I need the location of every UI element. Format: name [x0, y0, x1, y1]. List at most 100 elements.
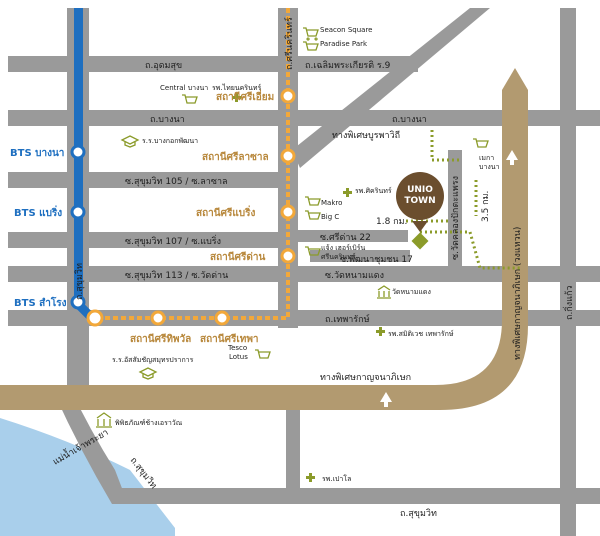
poi-erawan-museum: พิพิธภัณฑ์ช้างเอราวัณ	[115, 419, 183, 427]
label-si-nakharin: ถ.ศรีนครินทร์	[283, 17, 295, 70]
label-bts-baering: BTS แบริ่ง	[14, 205, 62, 219]
poi-paradise-park: Paradise Park	[320, 40, 368, 48]
route-to-mega	[430, 130, 462, 162]
label-soi-107: ซ.สุขุมวิท 107 / ซ.แบริ่ง	[125, 234, 221, 247]
road-phatthana-17	[310, 250, 410, 262]
cart-icon-makro	[305, 196, 321, 206]
expressway-sign-icon-north	[506, 150, 518, 165]
poi-wat-bang-phli: วัดหนามแดง	[392, 288, 431, 296]
yellow-line	[86, 8, 296, 327]
graduation-icon-bangkok-patana	[120, 135, 140, 148]
road-si-nakharin-south	[286, 388, 300, 500]
label-soi-113: ซ.สุขุมวิท 113 / ซ.วัดด่าน	[125, 270, 228, 281]
station-si-iam-dot	[280, 88, 296, 104]
station-thip-phawan-dot	[214, 310, 230, 326]
label-thepharak-road: ถ.เทพารักษ์	[325, 313, 370, 325]
label-bangna-trad: ทางพิเศษบูรพาวิถี	[332, 130, 400, 141]
unio-logo-line1: UNIO	[407, 185, 433, 195]
road-sukhumvit-curve	[55, 388, 128, 504]
hospital-icon-sikarin	[343, 188, 352, 197]
temple-icon-wat-bang-phli	[377, 285, 391, 299]
label-sukhumvit-vertical: ถ.สุขุมวิท	[74, 263, 85, 300]
hospital-icon-paolo	[306, 473, 315, 482]
label-station-si-thepha: สถานีศรีเทพา	[200, 333, 259, 345]
cart-icon-mega	[473, 138, 489, 148]
station-si-la-salle-dot	[280, 148, 296, 164]
label-phatthana-17: ซ.พัฒนาชุมชน 17	[340, 255, 413, 265]
label-si-dan-22: ซ.ศรีด่าน 22	[320, 232, 371, 243]
poi-thai-nakharin-hospital: รพ.ไทยนครินทร์	[212, 83, 261, 92]
poi-paseo-line1: แจ้ง เฮอร์เบิร์น	[321, 244, 365, 252]
station-si-bearing-dot	[280, 204, 296, 220]
cart-icon-seacon	[303, 27, 319, 41]
label-station-si-dan: สถานีศรีด่าน	[210, 251, 265, 263]
label-station-thip-phawan: สถานีศรีทิพวัล	[130, 333, 191, 345]
hospital-icon-samitivej	[376, 327, 385, 336]
road-king-kaeo	[560, 8, 576, 536]
expressway-kanchanaphisek	[0, 68, 528, 410]
unio-town-marker: UNIO TOWN	[396, 172, 444, 250]
poi-makro: Makro	[321, 199, 342, 207]
expressway-signs	[380, 150, 518, 407]
poi-sikarin-hospital: รพ.ศิครินทร์	[355, 187, 392, 195]
cart-icon-paradise	[303, 41, 319, 51]
expressway-sign-icon-south	[380, 392, 392, 407]
label-soi-106: ซ.สุขุมวิท 105 / ซ.ลาซาล	[125, 176, 228, 187]
label-station-si-iam: สถานีศรีเอี่ยม	[216, 89, 274, 103]
hospital-icon-thai-nakharin	[232, 93, 241, 102]
poi-central-bangna: Central บางนา	[160, 84, 208, 92]
label-outer-ring: ทางพิเศษกาญจนาภิเษก (วงแหวน)	[512, 227, 523, 360]
route-to-expressway	[420, 230, 520, 270]
distance-1-8-km: 1.8 กม.	[376, 217, 407, 227]
station-si-thepha-dot	[150, 310, 166, 326]
road-chaloem-phrakiat	[298, 56, 418, 72]
graduation-icon-assumption	[138, 367, 158, 380]
river-area	[0, 418, 175, 536]
road-diagonal-north	[292, 8, 490, 168]
label-soi-wat-khlong: ซ.วัดคลองปักตะแพรง	[451, 176, 461, 260]
station-samrong-dot	[86, 309, 104, 327]
museum-icon-erawan	[96, 412, 112, 428]
bts-baering-dot	[70, 204, 86, 220]
label-king-kaeo: ถ.กิ่งแก้ว	[562, 286, 575, 320]
expressway-arrow	[502, 68, 528, 90]
distance-3-5-km: 3.5 กม.	[481, 191, 491, 222]
poi-mega-line2: บางนา	[479, 163, 500, 171]
station-si-dan-dot	[280, 248, 296, 264]
bts-samrong-dot	[70, 294, 86, 310]
road-bangna	[8, 110, 600, 126]
poi-big-c: Big C	[321, 213, 339, 221]
bts-bangna-dot	[70, 144, 86, 160]
poi-paseo-line2: ศรีนครินทร์	[321, 253, 356, 261]
label-wat-bang-phli-road: ซ.วัดหนามแดง	[325, 271, 384, 281]
poi-bangkok-patana: ร.ร.บางกอกพัฒนา	[142, 137, 198, 145]
label-kanchanaphisek: ทางพิเศษกาญจนาภิเษก	[320, 372, 411, 383]
hospital-icons	[232, 93, 385, 482]
label-bts-bangna: BTS บางนา	[10, 148, 64, 159]
road-ring-sub	[448, 150, 462, 270]
label-sukhumvit-bottom: ถ.สุขุมวิท	[400, 508, 437, 519]
poi-mega-line1: เมกา	[479, 154, 494, 162]
label-bangna-road-left: ถ.บางนา	[150, 115, 185, 125]
cart-icon-tesco	[255, 349, 271, 359]
poi-tesco-line2: Lotus	[229, 353, 248, 361]
label-station-si-la-salle: สถานีศรีลาซาล	[202, 151, 269, 163]
icons	[96, 27, 489, 428]
expressway-body	[0, 90, 528, 410]
cart-icon-central	[182, 94, 198, 104]
poi-tesco-line1: Tesco	[227, 344, 247, 352]
poi-assumption-school: ร.ร.อัสสัมชัญสมุทรปราการ	[112, 356, 194, 364]
unio-logo-line2: TOWN	[404, 196, 435, 206]
unio-pin	[412, 221, 428, 232]
label-chaloem-phrakiat: ถ.เฉลิมพระเกียรติ ร.9	[305, 60, 391, 71]
label-uthai-road: ถ.อุดมสุข	[145, 61, 182, 71]
road-si-dan-22	[298, 230, 408, 242]
project-site-marker	[411, 232, 429, 250]
poi-paolo-hospital: รพ.เปาโล	[322, 474, 351, 483]
road-sukhumvit-bottom	[112, 488, 600, 504]
poi-seacon-square: Seacon Square	[320, 26, 372, 34]
unio-town-logo	[396, 172, 444, 220]
cart-icon-bigc	[305, 210, 321, 220]
